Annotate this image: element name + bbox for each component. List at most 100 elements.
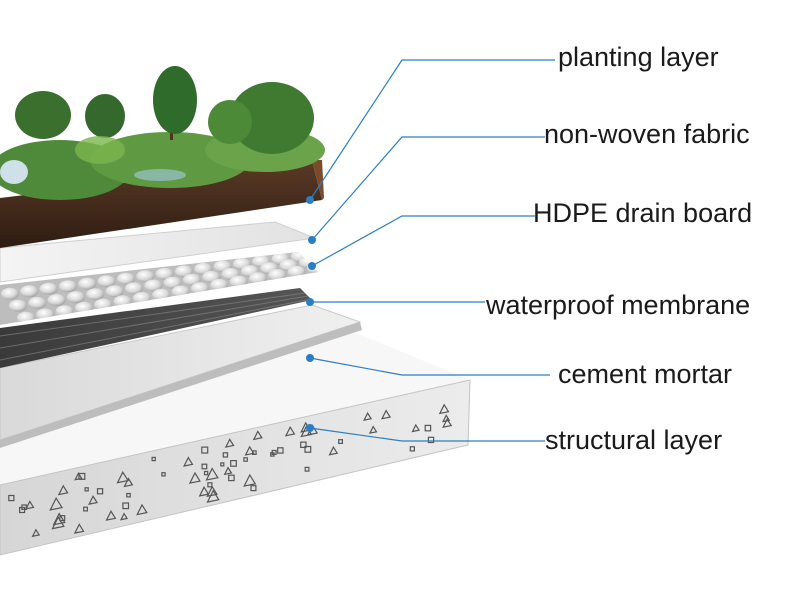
concrete-aggregate	[205, 467, 219, 481]
concrete-aggregate	[304, 445, 312, 453]
drain-board-dome	[249, 272, 267, 285]
concrete-aggregate	[230, 460, 237, 467]
concrete-aggregate	[363, 411, 373, 421]
drain-board-dome	[144, 279, 163, 292]
concrete-aggregate	[206, 489, 220, 503]
label-waterproof-membrane: waterproof membrane	[486, 290, 751, 320]
concrete-aggregate	[84, 487, 89, 492]
drain-board-dome	[78, 277, 97, 290]
drain-board-dome	[155, 267, 174, 280]
drain-board-dome	[210, 278, 229, 291]
concrete-aggregate	[207, 482, 213, 488]
leader-dot-structural	[306, 424, 314, 432]
drain-board-dome	[97, 275, 116, 288]
drain-board-dome	[229, 275, 248, 288]
concrete-aggregate	[78, 472, 86, 480]
drain-board-dome	[39, 282, 58, 295]
concrete-aggregate	[424, 424, 432, 432]
drain-board-dome	[75, 301, 93, 314]
drain-board-dome	[47, 294, 66, 306]
concrete-aggregate	[250, 485, 257, 492]
concrete-aggregate	[116, 470, 129, 484]
drain-board-dome	[36, 308, 55, 321]
concrete-aggregate	[338, 439, 344, 445]
concrete-aggregate	[183, 456, 194, 467]
leader-dot-planting	[306, 196, 314, 204]
concrete-aggregate	[201, 463, 208, 470]
drain-board-dome	[152, 288, 171, 301]
concrete-aggregate	[203, 470, 209, 476]
concrete-aggregate	[188, 471, 201, 484]
concrete-aggregate	[427, 436, 435, 444]
drain-board-dome	[117, 272, 135, 285]
drain-board-dome	[136, 270, 155, 283]
concrete-aggregate	[105, 510, 117, 521]
concrete-aggregate	[243, 457, 248, 462]
cement-mortar-layer	[0, 304, 362, 448]
concrete-aggregate	[126, 492, 131, 498]
concrete-aggregate	[380, 409, 392, 420]
leader-mortar	[309, 357, 550, 376]
drain-board-dome	[125, 282, 143, 295]
concrete-aggregate	[300, 441, 307, 449]
concrete-aggregate	[49, 496, 63, 511]
drain-board-dome	[287, 265, 306, 278]
concrete-aggregate	[304, 466, 310, 472]
concrete-aggregate	[96, 488, 104, 495]
concrete-aggregate	[277, 447, 284, 454]
drain-board-dome	[105, 285, 124, 298]
planting-layer	[0, 66, 325, 248]
concrete-aggregate	[409, 446, 415, 452]
concrete-aggregate	[244, 445, 255, 456]
leader-dot-nonwoven	[308, 236, 316, 244]
waterproof-membrane-layer	[0, 288, 312, 368]
leader-dot-mortar	[306, 354, 314, 362]
drain-board-dome	[94, 298, 113, 311]
concrete-aggregate	[284, 426, 296, 437]
drain-board-dome	[59, 280, 77, 293]
label-hdpe-drain-board: HDPE drain board	[533, 198, 753, 228]
concrete-aggregate	[8, 494, 15, 502]
concrete-aggregate	[206, 485, 218, 498]
drain-board-dome	[55, 305, 74, 318]
vegetation	[0, 66, 325, 200]
concrete-aggregate	[220, 462, 225, 467]
label-non-woven-fabric: non-woven fabric	[544, 119, 750, 149]
drain-board-dome	[17, 311, 35, 324]
drain-board-dome	[268, 269, 287, 281]
hdpe-drain-board-layer	[0, 252, 318, 325]
concrete-aggregate	[151, 456, 156, 462]
concrete-aggregate	[328, 445, 339, 456]
drain-board-dome	[9, 299, 27, 312]
label-planting-layer: planting layer	[558, 42, 719, 72]
label-cement-mortar: cement mortar	[558, 359, 733, 389]
drain-board-dome	[28, 296, 47, 309]
concrete-aggregate	[198, 485, 210, 497]
leader-dots	[306, 196, 316, 432]
drain-board-dome	[113, 295, 132, 308]
concrete-aggregate	[252, 430, 263, 441]
concrete-aggregate	[25, 500, 35, 510]
drain-board-dome	[86, 288, 105, 301]
leader-planting	[309, 59, 555, 201]
drain-board-dome	[20, 285, 39, 298]
drain-board-dome	[67, 291, 85, 304]
concrete-aggregate	[438, 403, 450, 415]
concrete-aggregate	[73, 523, 85, 534]
concrete-aggregate	[270, 452, 275, 457]
concrete-aggregate	[51, 516, 65, 530]
concrete-aggregate	[123, 477, 134, 488]
concrete-aggregate	[201, 446, 209, 454]
concrete-aggregate	[368, 425, 378, 434]
concrete-aggregate	[161, 472, 166, 477]
concrete-aggregate	[222, 452, 229, 458]
concrete-aggregate	[59, 515, 66, 522]
concrete-aggregate	[57, 484, 69, 496]
concrete-aggregate	[224, 438, 235, 448]
concrete-aggregate	[21, 504, 27, 511]
leader-dot-hdpe	[308, 262, 316, 270]
drain-board-dome	[163, 276, 182, 289]
structural-layer	[0, 318, 471, 556]
concrete-aggregate	[243, 473, 257, 487]
